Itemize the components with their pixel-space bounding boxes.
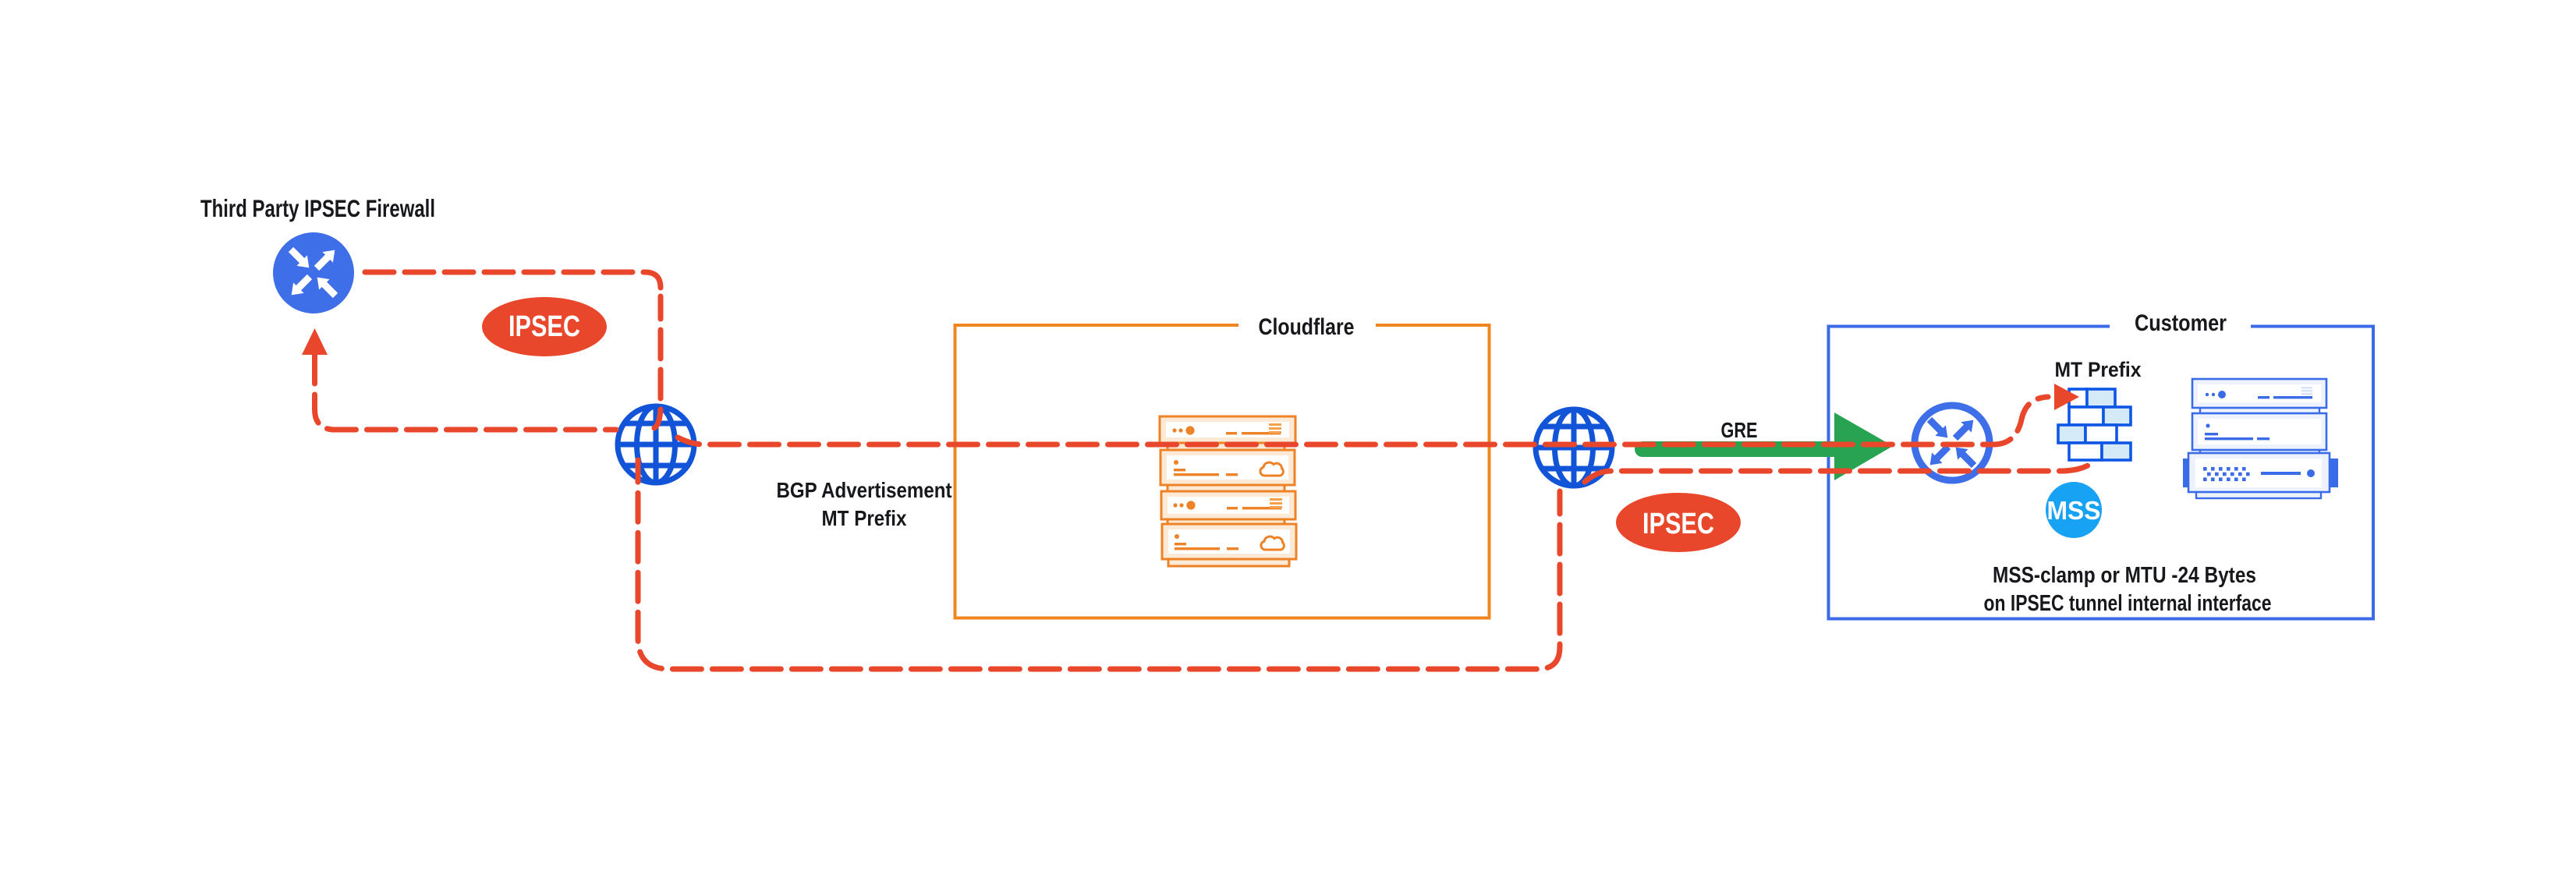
svg-text:GRE: GRE <box>1721 418 1758 442</box>
svg-text:IPSEC: IPSEC <box>1642 508 1714 540</box>
svg-text:MSS-clamp or MTU -24 Bytes: MSS-clamp or MTU -24 Bytes <box>1993 563 2256 588</box>
svg-text:Customer: Customer <box>2135 310 2227 336</box>
svg-text:on IPSEC tunnel internal inter: on IPSEC tunnel internal interface <box>1984 591 2272 616</box>
svg-text:Cloudflare: Cloudflare <box>1259 314 1355 340</box>
svg-text:MT Prefix: MT Prefix <box>2055 358 2142 381</box>
svg-text:MSS: MSS <box>2047 496 2101 525</box>
svg-text:MT Prefix: MT Prefix <box>822 506 907 530</box>
svg-text:IPSEC: IPSEC <box>508 310 580 343</box>
svg-text:Third Party IPSEC Firewall: Third Party IPSEC Firewall <box>200 194 435 222</box>
svg-text:BGP Advertisement: BGP Advertisement <box>777 478 952 502</box>
